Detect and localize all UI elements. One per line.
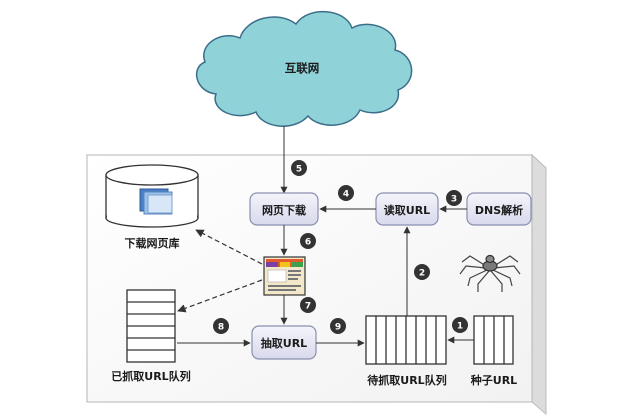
node-dns: DNS解析 — [466, 192, 532, 226]
svg-text:8: 8 — [218, 323, 224, 333]
svg-text:6: 6 — [305, 238, 311, 248]
node-extract: 抽取URL — [251, 325, 317, 360]
step-badge-5: 5 — [291, 160, 307, 176]
step-badge-3: 3 — [446, 190, 462, 206]
crawled-url-queue-icon — [126, 289, 176, 363]
page-database-icon — [105, 164, 199, 228]
node-download: 网页下载 — [249, 192, 319, 226]
step-badge-2: 2 — [414, 264, 430, 280]
internet-cloud: 互联网 — [195, 10, 413, 127]
dns-label: DNS解析 — [475, 203, 523, 217]
cloud-label: 互联网 — [285, 61, 320, 75]
spider-icon — [459, 254, 521, 292]
svg-text:2: 2 — [419, 269, 425, 279]
page-db-label: 下载网页库 — [125, 236, 180, 250]
step-badge-4: 4 — [338, 185, 354, 201]
step-badge-6: 6 — [300, 233, 316, 249]
svg-text:7: 7 — [305, 302, 311, 312]
extract-label: 抽取URL — [261, 336, 307, 350]
svg-text:1: 1 — [457, 322, 463, 332]
step-badge-1: 1 — [452, 317, 468, 333]
seed-url-label: 种子URL — [470, 373, 517, 387]
seed-url-icon — [473, 315, 514, 365]
read-url-label: 读取URL — [384, 203, 430, 217]
pending-url-queue-icon — [365, 315, 447, 365]
svg-text:4: 4 — [343, 190, 349, 200]
folder-icon — [139, 188, 173, 215]
svg-text:9: 9 — [335, 323, 341, 333]
step-badge-9: 9 — [330, 318, 346, 334]
svg-text:3: 3 — [451, 195, 457, 205]
arrow-page-to-crawled — [177, 279, 263, 313]
download-label: 网页下载 — [262, 203, 306, 217]
webpage-icon — [263, 256, 306, 296]
pending-queue-label: 待抓取URL队列 — [366, 373, 446, 387]
node-read-url: 读取URL — [375, 192, 439, 226]
step-badge-7: 7 — [300, 297, 316, 313]
crawled-queue-label: 已抓取URL队列 — [111, 369, 190, 383]
svg-text:5: 5 — [296, 165, 302, 175]
step-badge-8: 8 — [213, 318, 229, 334]
arrow-page-to-db — [195, 229, 263, 265]
